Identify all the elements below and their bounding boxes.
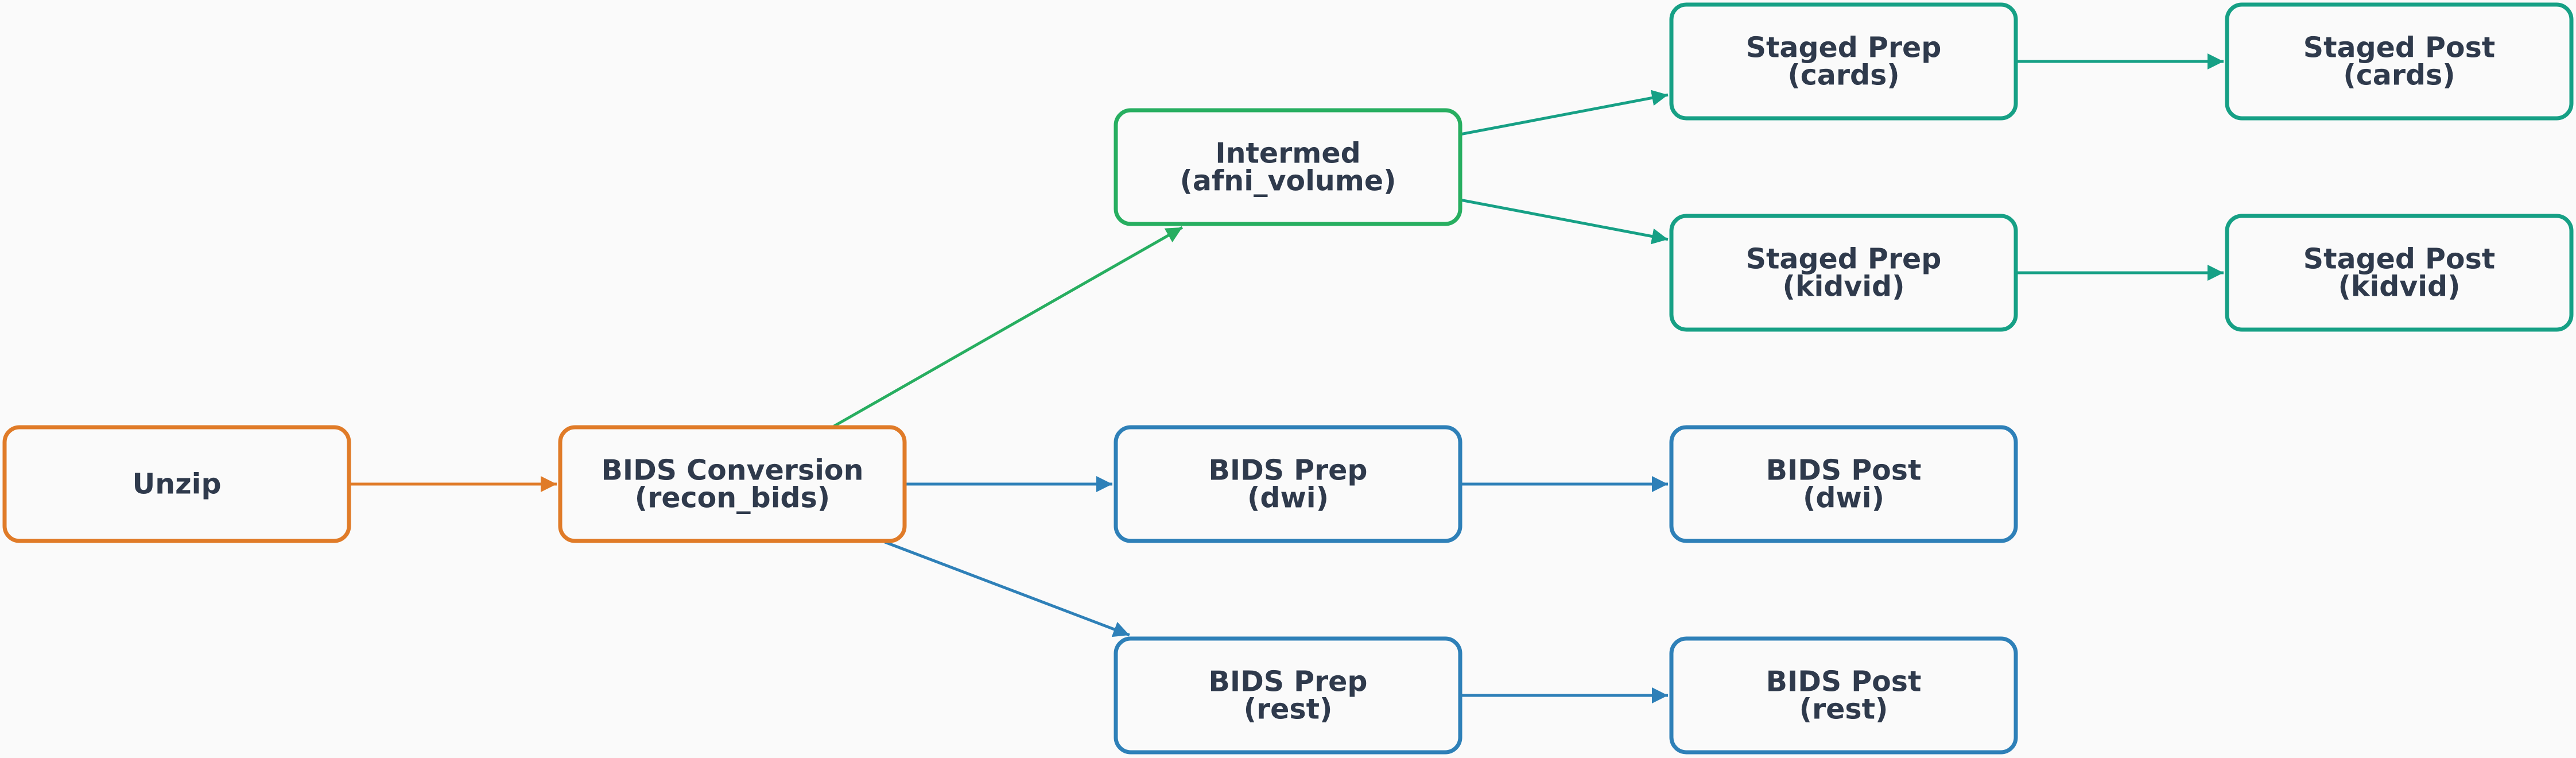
node-bids-conversion: BIDS Conversion(recon_bids) [558, 425, 907, 543]
edge-bids-conversion-to-intermed [833, 226, 1184, 428]
edge-bids-conversion-to-bids-prep-rest [884, 540, 1130, 637]
node-title: BIDS Conversion [602, 454, 864, 487]
node-box [2225, 2, 2574, 121]
edge-intermed-to-staged-prep-kidvid [1461, 198, 1669, 245]
node-subtitle: (cards) [1787, 59, 1899, 92]
node-subtitle: (kidvid) [2338, 270, 2460, 303]
node-bids-prep-dwi: BIDS Prep(dwi) [1114, 425, 1462, 543]
node-subtitle: (rest) [1244, 693, 1333, 726]
node-box [2, 425, 351, 543]
node-box [1669, 2, 2018, 121]
node-box [558, 425, 907, 543]
node-title: Intermed [1215, 137, 1360, 170]
node-box [1114, 636, 1462, 755]
node-title: BIDS Prep [1209, 454, 1368, 487]
node-subtitle: (cards) [2343, 59, 2455, 92]
node-title: Staged Prep [1746, 32, 1942, 64]
node-bids-post-dwi: BIDS Post(dwi) [1669, 425, 2018, 543]
node-box [2225, 214, 2574, 332]
node-box [1669, 214, 2018, 332]
node-title: Staged Prep [1746, 243, 1942, 276]
node-staged-prep-cards: Staged Prep(cards) [1669, 2, 2018, 121]
node-bids-post-rest: BIDS Post(rest) [1669, 636, 2018, 755]
node-subtitle: (kidvid) [1782, 270, 1904, 303]
node-box [1669, 636, 2018, 755]
node-subtitle: (rest) [1799, 693, 1888, 726]
node-subtitle: (recon_bids) [635, 482, 830, 515]
node-title: Staged Post [2303, 32, 2495, 64]
node-box [1114, 425, 1462, 543]
edge-intermed-to-staged-prep-cards [1461, 90, 1669, 136]
node-staged-post-kidvid: Staged Post(kidvid) [2225, 214, 2574, 332]
node-staged-prep-kidvid: Staged Prep(kidvid) [1669, 214, 2018, 332]
node-subtitle: (dwi) [1247, 482, 1329, 515]
node-intermed: Intermed(afni_volume) [1114, 108, 1462, 226]
node-bids-prep-rest: BIDS Prep(rest) [1114, 636, 1462, 755]
node-subtitle: (dwi) [1803, 482, 1884, 515]
node-unzip: Unzip [2, 425, 351, 543]
node-subtitle: (afni_volume) [1180, 165, 1396, 198]
node-title: BIDS Post [1766, 454, 1922, 487]
node-title: Staged Post [2303, 243, 2495, 276]
node-box [1114, 108, 1462, 226]
node-title: Unzip [132, 468, 221, 501]
node-title: BIDS Prep [1209, 666, 1368, 698]
node-title: BIDS Post [1766, 666, 1922, 698]
node-staged-post-cards: Staged Post(cards) [2225, 2, 2574, 121]
edges-layer [350, 53, 2224, 703]
node-box [1669, 425, 2018, 543]
